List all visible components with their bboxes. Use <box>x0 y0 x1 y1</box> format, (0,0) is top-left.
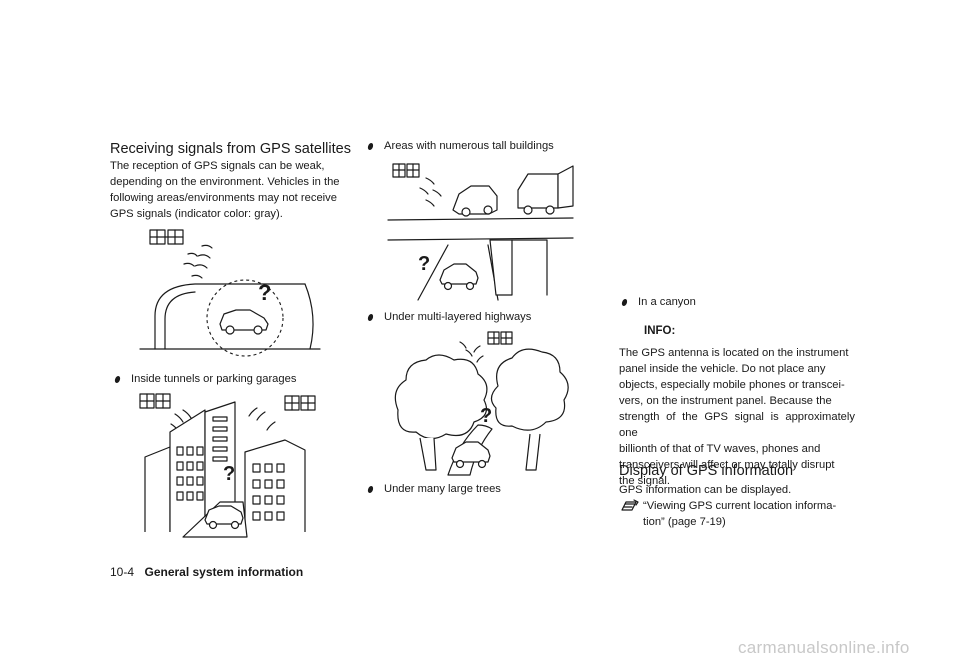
question-mark-icon: ? <box>223 463 235 485</box>
info-line: panel inside the vehicle. Do not place a… <box>619 363 826 375</box>
bullet-icon <box>621 299 628 306</box>
reference-line: tion” (page 7-19) <box>643 516 726 528</box>
bullet-text: Under multi-layered highways <box>384 311 532 323</box>
bullet-text: Areas with numerous tall buildings <box>384 140 554 152</box>
bullet-highways: Under multi-layered highways <box>367 309 598 325</box>
bullet-icon <box>367 143 374 150</box>
car-icon <box>451 441 491 469</box>
intro-paragraph: The reception of GPS signals can be weak… <box>110 158 346 222</box>
footer: 10-4 General system information <box>110 563 303 581</box>
question-mark-icon: ? <box>418 253 430 275</box>
info-line: billionth of that of TV waves, phones an… <box>619 443 821 455</box>
satellite-icon <box>392 163 420 178</box>
bullet-buildings: Areas with numerous tall buildings <box>367 138 598 154</box>
bullet-text: Inside tunnels or parking garages <box>131 373 297 385</box>
satellite-icon <box>284 395 316 411</box>
tunnel-illustration: ? <box>139 229 321 357</box>
satellite-icon <box>149 229 184 245</box>
reference-link[interactable]: “Viewing GPS current location informa- <box>643 498 855 514</box>
watermark: carmanualsonline.info <box>738 638 910 657</box>
bullet-icon <box>367 486 374 493</box>
info-paragraph: The GPS antenna is located on the instru… <box>619 345 855 489</box>
info-line: vers, on the instrument panel. Because t… <box>619 395 832 407</box>
signal-waves <box>459 341 484 363</box>
question-mark-icon: ? <box>258 280 271 305</box>
highway-illustration: ? <box>387 163 574 301</box>
trees-illustration: ? <box>394 331 569 476</box>
bullet-tunnels: Inside tunnels or parking garages <box>114 371 345 387</box>
info-heading: INFO: <box>644 325 676 337</box>
section-heading-display-gps: Display of GPS information <box>619 463 794 479</box>
satellite-icon <box>139 393 171 409</box>
info-line: The GPS antenna is located on the instru… <box>619 347 849 359</box>
signal-waves <box>183 244 213 279</box>
bullet-text: In a canyon <box>638 296 696 308</box>
signal-waves <box>419 177 442 207</box>
footer-title: General system information <box>144 565 304 579</box>
car-icon <box>219 309 269 335</box>
car-icon <box>204 505 244 530</box>
info-line: strength of the GPS signal is approximat… <box>619 411 855 439</box>
intro-line: The reception of GPS signals can be weak… <box>110 160 325 172</box>
truck-icon <box>517 165 574 215</box>
info-line: transceivers will affect or may totally … <box>619 459 835 471</box>
info-line: objects, especially mobile phones or tra… <box>619 379 845 391</box>
bullet-text: Under many large trees <box>384 483 501 495</box>
intro-line: depending on the environment. Vehicles i… <box>110 176 340 188</box>
bullet-canyon: In a canyon <box>621 294 852 310</box>
car-icon <box>452 185 498 217</box>
bullet-icon <box>367 314 374 321</box>
car-icon <box>439 263 479 291</box>
reference-icon <box>621 499 639 511</box>
satellite-icon <box>487 331 513 345</box>
section-heading-gps-signals: Receiving signals from GPS satellites <box>110 141 351 157</box>
page-number: 10-4 <box>110 565 135 579</box>
bullet-trees: Under many large trees <box>367 481 598 497</box>
reference-line: “Viewing GPS current location informa- <box>643 500 837 512</box>
bullet-icon <box>114 376 121 383</box>
question-mark-icon: ? <box>480 405 492 427</box>
display-gps-text: GPS information can be displayed. <box>619 484 792 496</box>
intro-line: following areas/environments may not rec… <box>110 192 337 204</box>
info-line: the signal. <box>619 475 670 487</box>
intro-line: GPS signals (indicator color: gray). <box>110 208 283 220</box>
buildings-illustration: ? <box>139 393 316 538</box>
